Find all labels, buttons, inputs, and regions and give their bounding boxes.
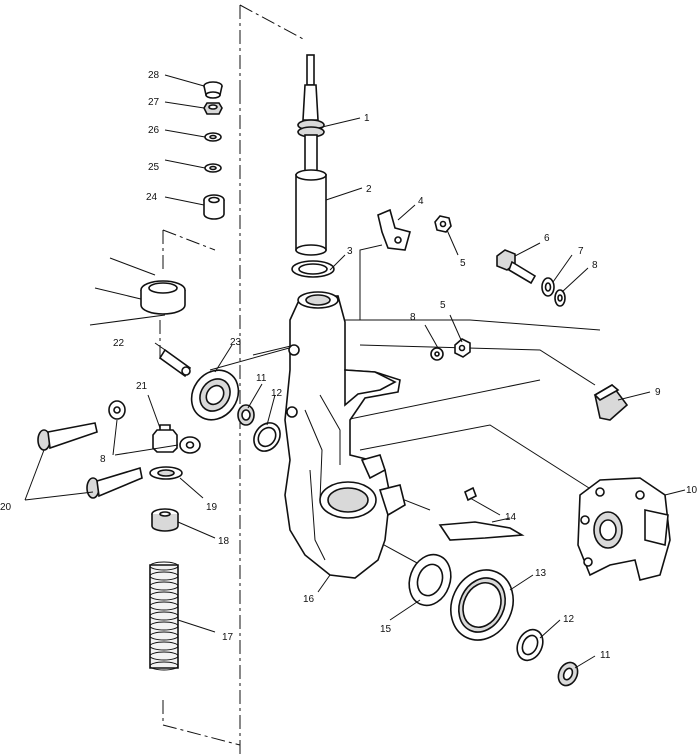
- callout-12-lower: 12: [563, 614, 575, 625]
- callout-16: 16: [303, 594, 315, 605]
- abs-sensor: [438, 486, 525, 541]
- seal-ring-upper: [253, 422, 281, 452]
- callout-11-lower: 11: [600, 650, 611, 661]
- brake-bolt: [496, 249, 537, 285]
- callout-28: 28: [148, 70, 160, 81]
- callout-21: 21: [136, 381, 148, 392]
- lock-washer: [541, 277, 555, 297]
- callout-5-lower: 5: [440, 300, 446, 311]
- callout-23: 23: [230, 337, 242, 348]
- washer-left: [108, 400, 201, 454]
- callout-2: 2: [366, 184, 372, 195]
- callouts: 1 2 3 4 5 5 6 7 8 8 8 9 10 11 11 12 12 1…: [0, 70, 698, 661]
- callout-3: 3: [347, 246, 353, 257]
- ball-joint-bearing: [190, 369, 240, 421]
- callout-22: 22: [113, 338, 125, 349]
- callout-17: 17: [222, 632, 234, 643]
- bracket: [377, 208, 411, 251]
- callout-12-upper: 12: [271, 388, 283, 399]
- callout-27: 27: [148, 97, 160, 108]
- upper-arm-outline: [89, 257, 166, 326]
- callout-4: 4: [418, 196, 424, 207]
- nut-lower: [454, 338, 471, 358]
- upper-bushing: [203, 194, 225, 220]
- washer-small: [204, 163, 222, 173]
- washer-right: [554, 289, 566, 307]
- shock-rod: [297, 54, 325, 174]
- callout-5-upper: 5: [460, 258, 466, 269]
- callout-1: 1: [364, 113, 370, 124]
- grease-fitting: [158, 348, 192, 378]
- callout-18: 18: [218, 536, 230, 547]
- strut-washer: [291, 260, 335, 278]
- mounting-bolts: [37, 422, 143, 499]
- dust-cap: [203, 81, 223, 99]
- callout-7: 7: [578, 246, 584, 257]
- brake-pad: [593, 383, 629, 421]
- callout-10: 10: [686, 485, 698, 496]
- spacer: [204, 132, 222, 142]
- callout-8-right: 8: [592, 260, 598, 271]
- steering-knuckle: [284, 291, 406, 579]
- callout-leaders: [24, 74, 686, 669]
- callout-25: 25: [148, 162, 160, 173]
- bearing-nut-upper: [237, 404, 255, 426]
- seal-ring-lower: [516, 628, 544, 662]
- callout-24: 24: [146, 192, 158, 203]
- lower-spring-washer: [149, 466, 183, 480]
- callout-26: 26: [148, 125, 160, 136]
- callout-11-upper: 11: [256, 373, 267, 384]
- spring-seat: [151, 508, 179, 532]
- callout-6: 6: [544, 233, 550, 244]
- callout-19: 19: [206, 502, 218, 513]
- callout-9: 9: [655, 387, 661, 398]
- washer-middle: [430, 347, 444, 361]
- callout-13: 13: [535, 568, 547, 579]
- wheel-bearing: [450, 569, 514, 641]
- nut-upper: [434, 215, 452, 233]
- top-nut: [203, 102, 223, 115]
- callout-20: 20: [0, 502, 12, 513]
- callout-15: 15: [380, 624, 392, 635]
- upper-arm-bushing: [140, 280, 186, 315]
- strut-body: [295, 169, 327, 256]
- callout-14: 14: [505, 512, 517, 523]
- callout-8-left: 8: [100, 454, 106, 465]
- dust-shield: [408, 553, 452, 607]
- bearing-nut-lower: [557, 661, 579, 687]
- brake-caliper: [577, 477, 671, 581]
- callout-8-middle: 8: [410, 312, 416, 323]
- coil-spring: [149, 561, 179, 671]
